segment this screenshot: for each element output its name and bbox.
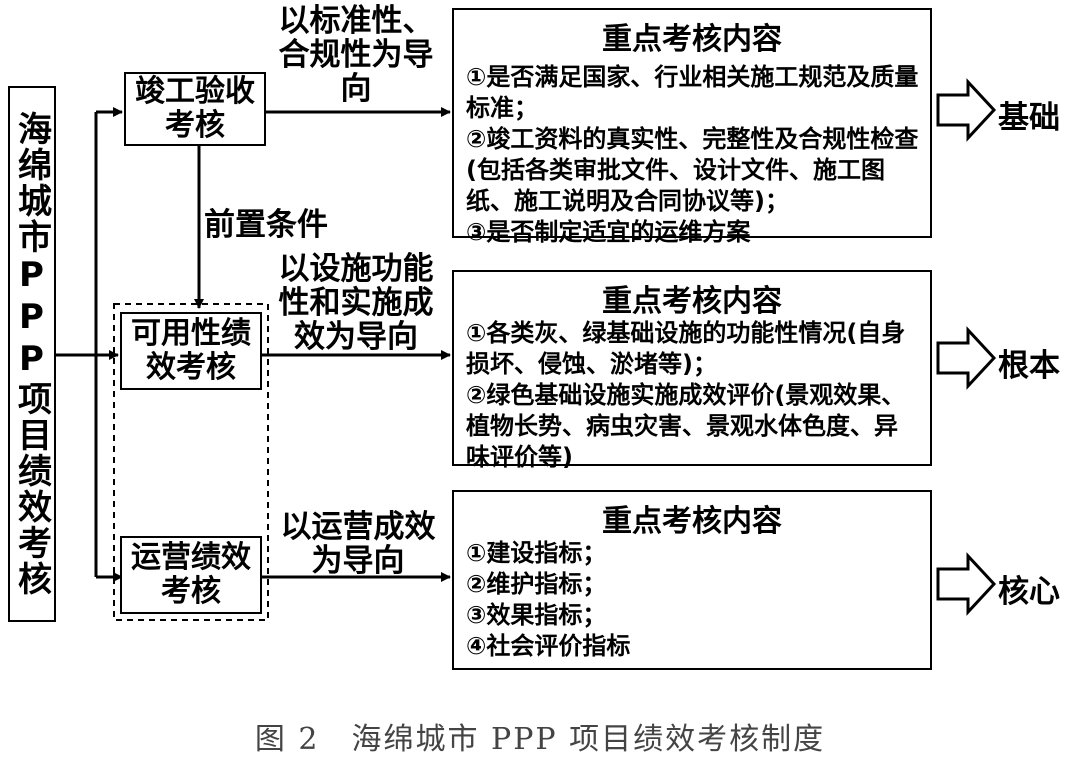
content-box-2-item: ②绿色基础设施实施成效评价(景观效果、植物长势、病虫灾害、景观水体色度、异味评价… <box>466 381 906 471</box>
content-box-2: 重点考核内容 ①各类灰、绿基础设施的功能性情况(自身损坏、侵蚀、淤堵等)； ②绿… <box>452 270 932 471</box>
operation-stage-box: 运营绩效考核 <box>120 536 262 614</box>
result-fundamental: 根本 <box>998 348 1060 384</box>
content-box-1-item: ②竣工资料的真实性、完整性及合规性检查(包括各类审批文件、设计文件、施工图纸、施… <box>466 125 919 215</box>
completion-stage-label: 竣工验收考核 <box>135 74 255 143</box>
content-box-3-items: ①建设指标； ②维护指标； ③效果指标； ④社会评价指标 <box>466 538 920 662</box>
result-foundation: 基础 <box>998 100 1060 136</box>
hollow-arrow-2 <box>936 326 997 390</box>
content-box-3-item: ②维护指标； <box>466 570 607 598</box>
content-box-1-item: ①是否满足国家、行业相关施工规范及质量标准； <box>466 63 919 122</box>
availability-stage-label: 可用性绩效考核 <box>131 316 251 385</box>
content-box-2-item: ①各类灰、绿基础设施的功能性情况(自身损坏、侵蚀、淤堵等)； <box>466 319 906 378</box>
operation-stage-label: 运营绩效考核 <box>131 540 251 609</box>
orientation-availability: 以设施功能性和实施成效为导向 <box>278 251 434 355</box>
content-box-1: 重点考核内容 ①是否满足国家、行业相关施工规范及质量标准； ②竣工资料的真实性、… <box>452 8 932 246</box>
content-box-3: 重点考核内容 ①建设指标； ②维护指标； ③效果指标； ④社会评价指标 <box>452 490 932 670</box>
content-box-3-item: ③效果指标； <box>466 601 607 629</box>
content-box-1-items: ①是否满足国家、行业相关施工规范及质量标准； ②竣工资料的真实性、完整性及合规性… <box>466 62 920 248</box>
content-box-3-item: ①建设指标； <box>466 539 607 567</box>
hollow-arrow-3 <box>936 552 997 616</box>
content-box-2-title: 重点考核内容 <box>602 284 782 319</box>
content-box-2-items: ①各类灰、绿基础设施的功能性情况(自身损坏、侵蚀、淤堵等)； ②绿色基础设施实施… <box>466 318 920 473</box>
hollow-arrow-1 <box>936 78 997 142</box>
result-core: 核心 <box>998 574 1060 610</box>
content-box-1-title: 重点考核内容 <box>602 22 782 57</box>
content-box-3-title: 重点考核内容 <box>602 504 782 539</box>
precondition-label: 前置条件 <box>204 207 328 243</box>
completion-stage-box: 竣工验收考核 <box>124 72 266 146</box>
main-label: 海绵城市PPP项目绩效考核 <box>11 111 52 597</box>
dashed-group-frame <box>113 303 269 621</box>
orientation-operation: 以运营成效为导向 <box>280 509 436 579</box>
content-box-3-item: ④社会评价指标 <box>466 632 631 660</box>
main-box: 海绵城市PPP项目绩效考核 <box>8 86 56 622</box>
orientation-completion: 以标准性、合规性为导向 <box>278 3 434 107</box>
content-box-1-item: ③是否制定适宜的运维方案 <box>466 218 751 246</box>
figure-caption: 图 2 海绵城市 PPP 项目绩效考核制度 <box>254 722 826 757</box>
availability-stage-box: 可用性绩效考核 <box>120 312 262 390</box>
